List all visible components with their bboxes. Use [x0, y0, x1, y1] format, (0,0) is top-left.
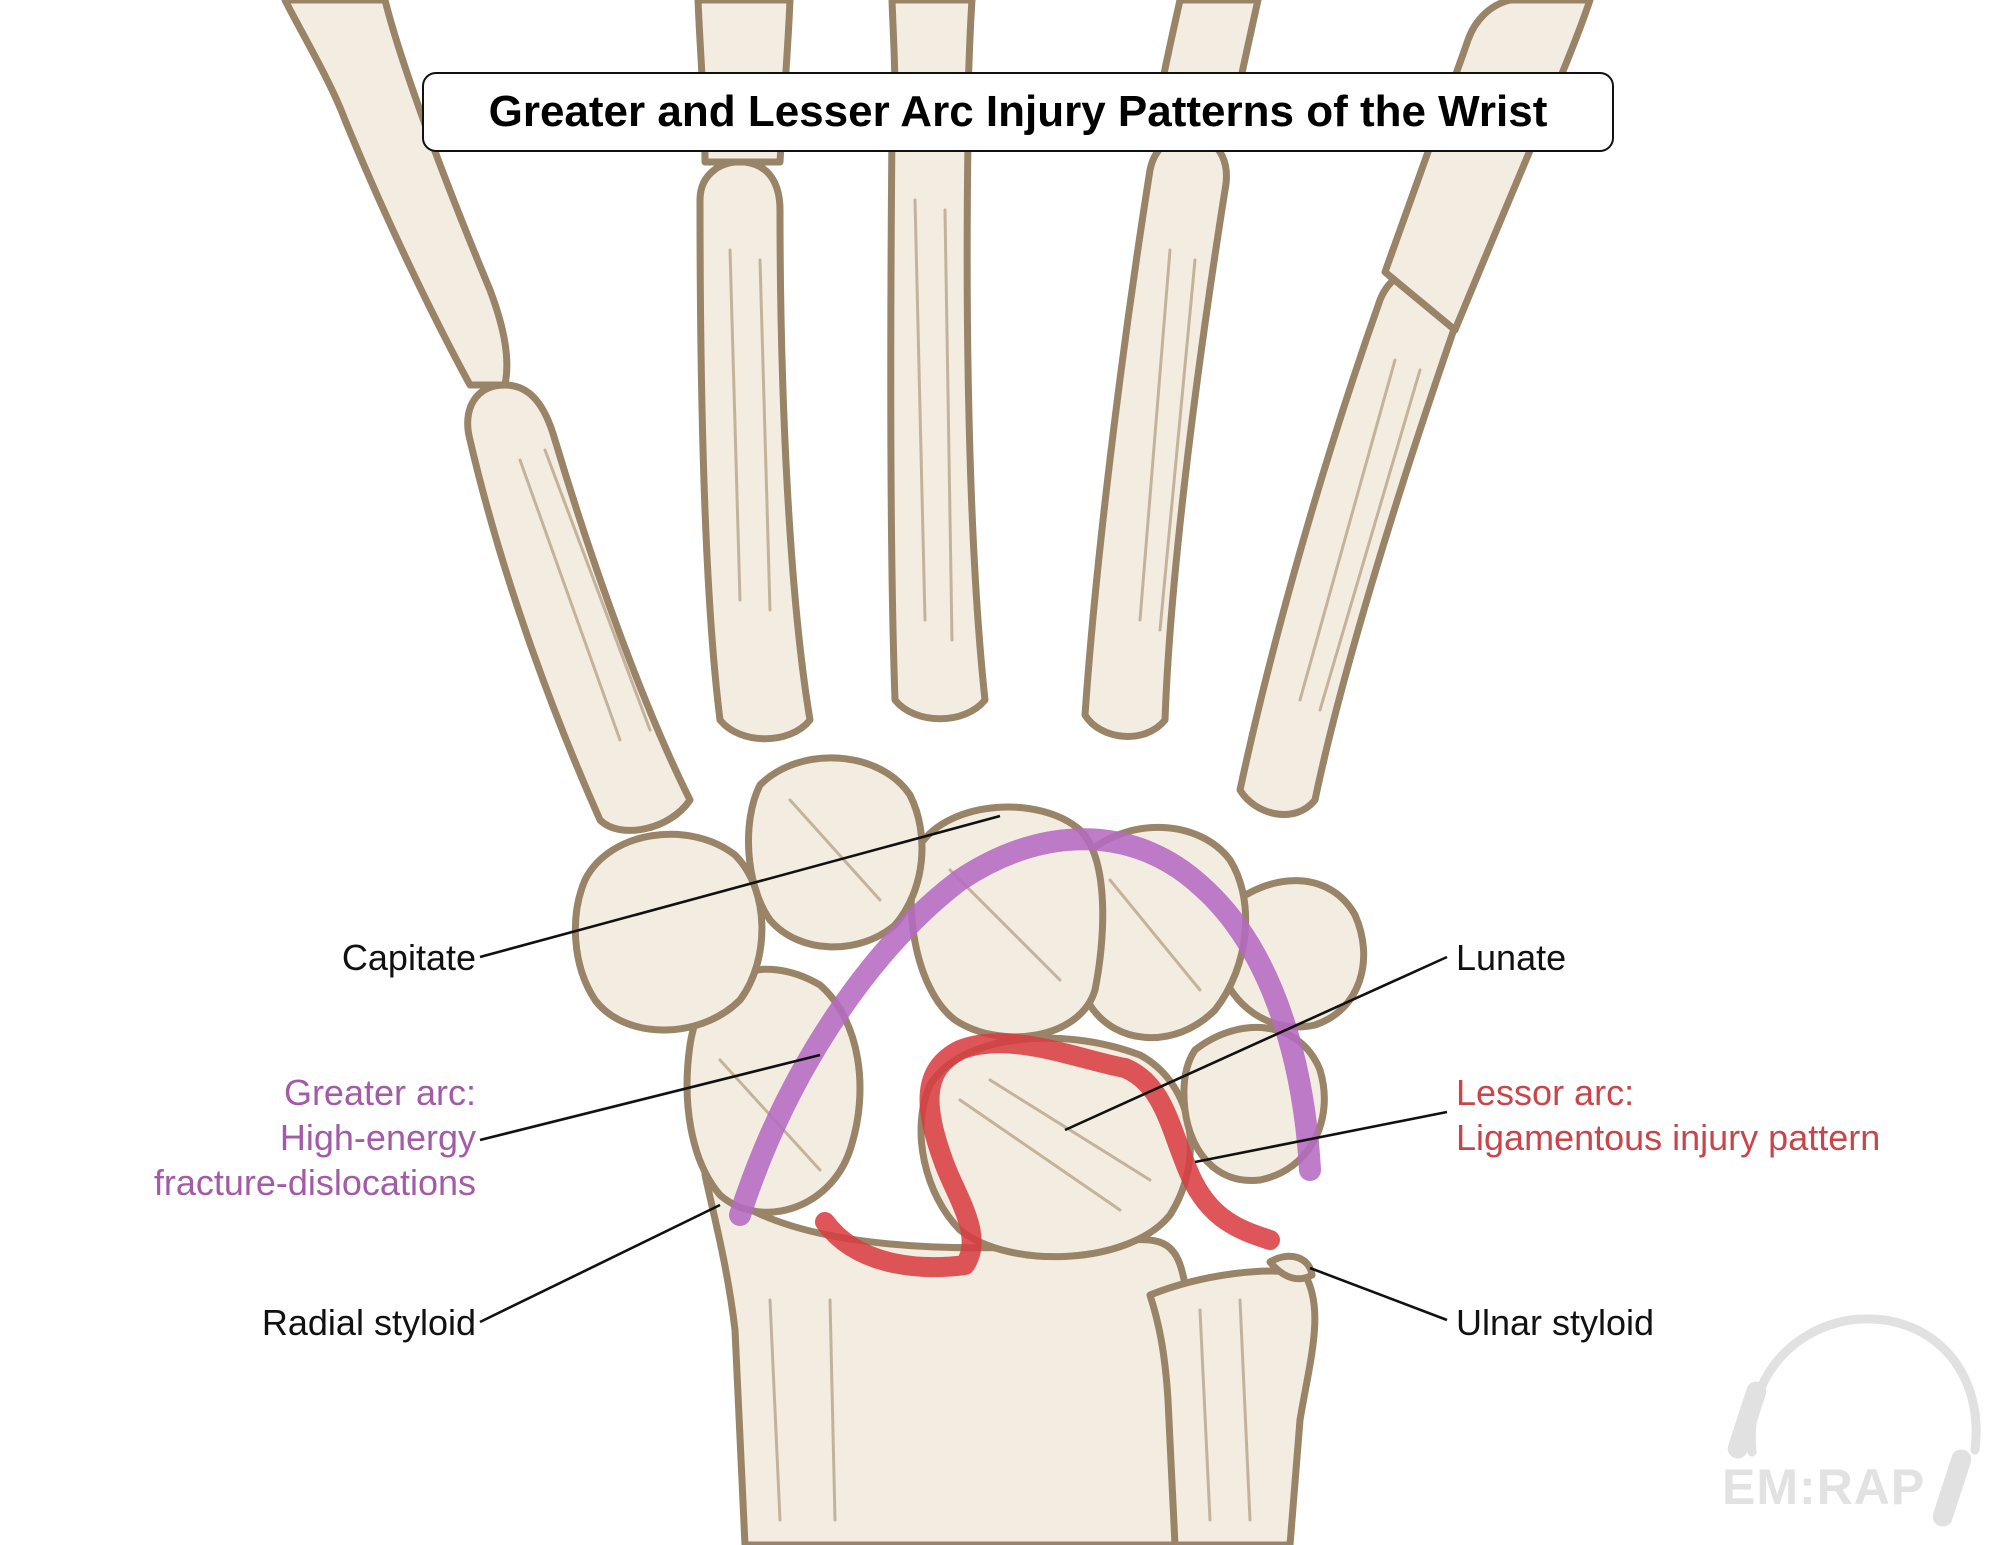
capitate-bone	[907, 803, 1107, 1041]
lesser-arc-subtitle: Ligamentous injury pattern	[1456, 1117, 1881, 1158]
metacarpal-index	[696, 158, 814, 743]
greater-arc-line	[729, 828, 1321, 1226]
lesser-arc-label: Lessor arc: Ligamentous injury pattern	[1456, 1070, 1880, 1160]
greater-arc-title: Greater arc:	[283, 1072, 476, 1113]
bone-hatching	[518, 198, 1422, 1522]
leader-radial-styloid	[479, 1203, 721, 1324]
phalanx-middle	[888, 0, 976, 98]
hand-skeleton	[281, 0, 1594, 1545]
phalanx-thumb	[281, 0, 511, 389]
figure-title: Greater and Lesser Arc Injury Patterns o…	[488, 87, 1548, 136]
leader-greater-arc	[479, 1053, 821, 1142]
lesser-arc-title: Lessor arc:	[1456, 1072, 1635, 1113]
emrap-logo: EM:RAP	[1722, 1459, 1926, 1515]
trapezium-bone	[571, 830, 766, 1034]
capitate-label: Capitate	[341, 937, 476, 978]
lesser-arc-line	[815, 1033, 1280, 1278]
greater-arc-label: Greater arc: High-energy fracture-disloc…	[76, 1070, 476, 1205]
headphones-icon	[1727, 1314, 1981, 1527]
metacarpal-little	[1236, 267, 1461, 818]
leader-capitate	[479, 814, 1001, 959]
phalanx-little	[1381, 0, 1594, 334]
title-box: Greater and Lesser Arc Injury Patterns o…	[422, 72, 1614, 152]
ulnar-styloid-label: Ulnar styloid	[1456, 1302, 1655, 1343]
greater-arc-subtitle-1: High-energy	[279, 1117, 476, 1158]
ulna-bone	[1146, 1267, 1319, 1545]
leader-lesser-arc	[1194, 1110, 1448, 1164]
radial-styloid-label: Radial styloid	[261, 1302, 476, 1343]
metacarpal-middle	[887, 90, 989, 723]
lunate-bone	[917, 1034, 1194, 1261]
greater-arc-subtitle-2: fracture-dislocations	[153, 1162, 476, 1203]
leader-ulnar-styloid	[1309, 1266, 1448, 1322]
ulnar-styloid-bone	[1266, 1252, 1316, 1283]
leader-lunate	[1064, 955, 1448, 1132]
metacarpal-thumb	[464, 381, 694, 834]
lunate-label: Lunate	[1456, 937, 1567, 978]
